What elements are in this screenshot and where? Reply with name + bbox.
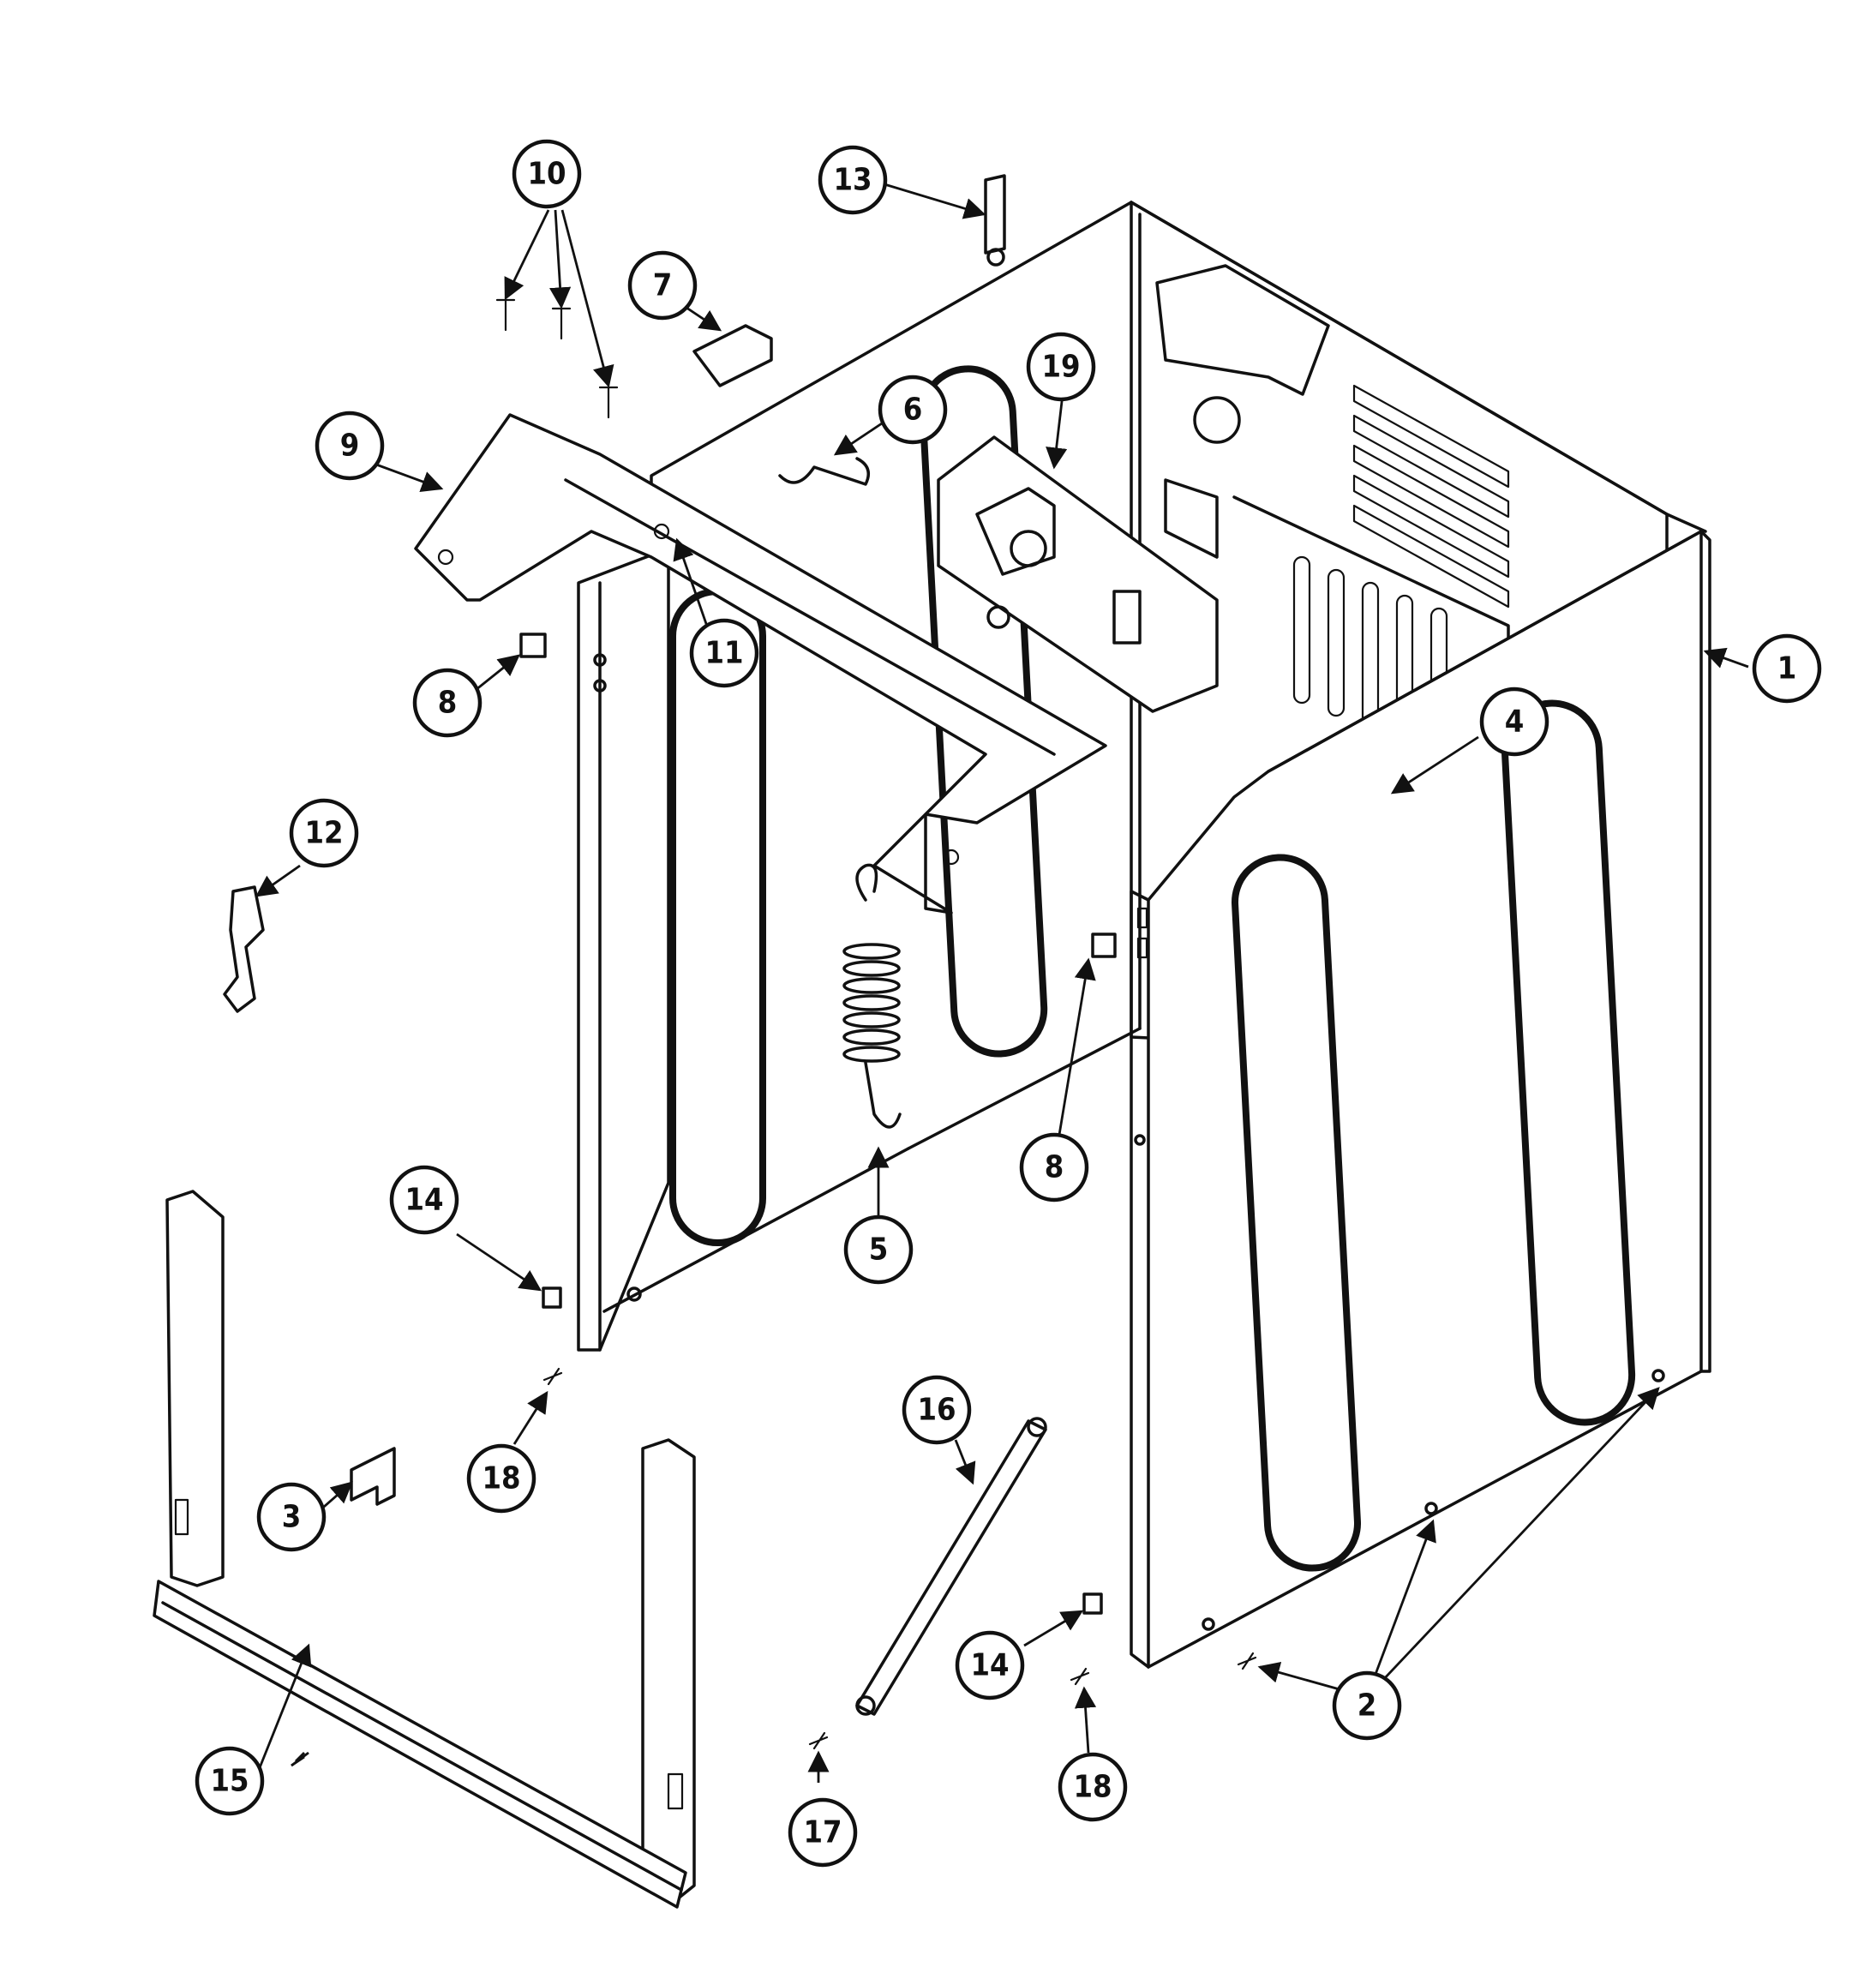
callout-14-right: 14: [955, 1630, 1025, 1700]
callout-19-label: 19: [1041, 350, 1080, 385]
callout-16: 16: [902, 1375, 972, 1445]
callout-9-label: 9: [340, 429, 360, 464]
cabinet-part: [650, 201, 1711, 1669]
callout-1-label: 1: [1777, 651, 1797, 687]
callout-8-upper: 8: [412, 668, 482, 738]
callout-8-lower: 8: [1019, 1132, 1089, 1202]
callout-11-label: 11: [704, 636, 743, 671]
base-frame-part: [153, 1190, 696, 1909]
front-bracket-part: [414, 413, 1107, 915]
callout-19: 19: [1026, 332, 1096, 402]
leader-lines: [255, 183, 1749, 1783]
callout-18-right: 18: [1058, 1752, 1128, 1822]
callout-12: 12: [289, 798, 359, 868]
callout-2: 2: [1332, 1670, 1402, 1741]
callout-1: 1: [1752, 633, 1822, 704]
callout-6: 6: [878, 375, 948, 445]
callout-5-label: 5: [869, 1232, 889, 1268]
small-parts: [223, 174, 1257, 1750]
callout-8-upper-label: 8: [438, 686, 458, 721]
callout-12-label: 12: [304, 816, 343, 851]
callout-6-label: 6: [903, 393, 923, 428]
callout-9: 9: [315, 411, 385, 481]
callout-4: 4: [1479, 687, 1549, 757]
callout-2-label: 2: [1358, 1688, 1377, 1724]
control-box-part: [937, 435, 1219, 713]
callout-18-right-label: 18: [1073, 1770, 1112, 1805]
callout-13-label: 13: [833, 163, 872, 198]
left-inner-panel: [577, 365, 1142, 1352]
callout-13: 13: [818, 145, 888, 215]
callout-5: 5: [843, 1214, 914, 1285]
callout-4-label: 4: [1505, 705, 1525, 740]
callout-7: 7: [627, 250, 698, 321]
callout-14-right-label: 14: [970, 1648, 1009, 1683]
callout-15-label: 15: [210, 1764, 249, 1799]
callout-14-left: 14: [389, 1165, 459, 1235]
callout-18-left-label: 18: [482, 1461, 520, 1496]
callout-17-label: 17: [803, 1815, 842, 1850]
callout-10-label: 10: [527, 157, 566, 192]
spring-part: [842, 863, 902, 1129]
callout-15: 15: [195, 1746, 265, 1816]
callout-10: 10: [512, 139, 582, 209]
callout-16-label: 16: [917, 1393, 956, 1428]
callout-17: 17: [788, 1797, 858, 1868]
callout-3-label: 3: [282, 1500, 302, 1535]
callout-3: 3: [256, 1482, 327, 1552]
callout-11: 11: [689, 618, 759, 688]
callout-8-lower-label: 8: [1045, 1150, 1064, 1185]
callout-14-left-label: 14: [405, 1183, 443, 1218]
callout-7-label: 7: [653, 268, 673, 303]
callout-18-left: 18: [466, 1443, 536, 1514]
